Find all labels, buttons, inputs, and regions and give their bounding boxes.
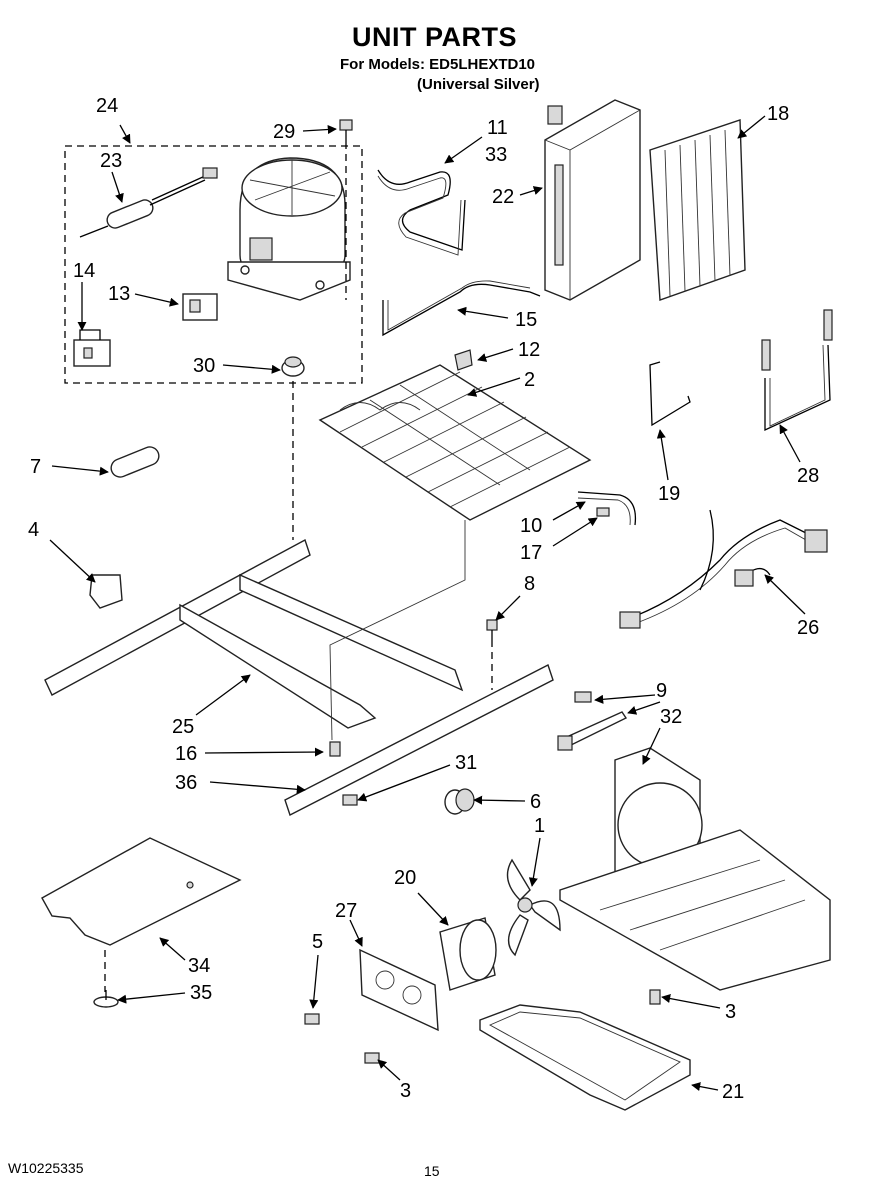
callout-33: 33 — [485, 144, 507, 166]
callout-23: 23 — [100, 150, 122, 172]
callout-32: 32 — [660, 706, 682, 728]
leader-lines — [49, 115, 806, 1092]
grommet-6-part[interactable] — [444, 788, 475, 815]
overload-part[interactable] — [73, 329, 111, 367]
callout-2: 2 — [524, 369, 535, 391]
callout-1: 1 — [534, 815, 545, 837]
callout-20: 20 — [394, 867, 416, 889]
callout-6: 6 — [530, 791, 541, 813]
callout-26: 26 — [797, 617, 819, 639]
callout-18: 18 — [767, 103, 789, 125]
callout-29: 29 — [273, 121, 295, 143]
callout-12: 12 — [518, 339, 540, 361]
condenser-coil-part[interactable] — [318, 364, 592, 521]
callout-3-right: 3 — [725, 1001, 736, 1023]
callout-27: 27 — [335, 900, 357, 922]
screw-31-part[interactable] — [342, 794, 358, 806]
callout-17: 17 — [520, 542, 542, 564]
callout-31: 31 — [455, 752, 477, 774]
tube-15-part[interactable] — [382, 283, 541, 337]
motor-bracket-part[interactable] — [359, 948, 439, 1032]
callout-36: 36 — [175, 772, 197, 794]
screw-3-lower-part[interactable] — [364, 1052, 380, 1064]
callout-28: 28 — [797, 465, 819, 487]
filter-drier-part[interactable] — [79, 167, 218, 238]
cover-plate-part[interactable] — [41, 837, 242, 946]
clip-12-part[interactable] — [454, 349, 473, 371]
callout-8: 8 — [524, 573, 535, 595]
clip-4-part[interactable] — [89, 574, 123, 609]
callout-30: 30 — [193, 355, 215, 377]
callout-35: 35 — [190, 982, 212, 1004]
callout-10: 10 — [520, 515, 542, 537]
callout-25: 25 — [172, 716, 194, 738]
callout-19: 19 — [658, 483, 680, 505]
compressor-part[interactable] — [227, 157, 351, 301]
connector-line — [329, 520, 466, 741]
callout-7: 7 — [30, 456, 41, 478]
cable-tie-part[interactable] — [557, 711, 628, 751]
leveling-foot-part[interactable] — [93, 950, 119, 1008]
relay-part[interactable] — [182, 293, 218, 321]
base-frame-part[interactable] — [44, 538, 554, 816]
callout-22: 22 — [492, 186, 514, 208]
tube-10-part[interactable] — [577, 491, 637, 526]
callout-5: 5 — [312, 931, 323, 953]
callout-14: 14 — [73, 260, 95, 282]
model-line: For Models: ED5LHEXTD10 — [340, 56, 536, 73]
callout-16: 16 — [175, 743, 197, 765]
fan-blade-part[interactable] — [506, 858, 561, 957]
wire-19-part[interactable] — [649, 361, 691, 427]
screw-5-part[interactable] — [304, 1013, 320, 1025]
fan-shroud-base-part[interactable] — [559, 747, 831, 991]
screw-9-part[interactable] — [574, 691, 592, 703]
grommet-part[interactable] — [281, 356, 305, 377]
screw-8-part[interactable] — [486, 619, 498, 640]
page-number: 15 — [424, 1163, 440, 1179]
callout-11: 11 — [487, 117, 508, 139]
screw-16-part[interactable] — [329, 741, 341, 757]
heater-28-part[interactable] — [761, 309, 833, 432]
compressor-kit-outline — [64, 145, 363, 384]
document-code: W10225335 — [8, 1160, 84, 1176]
callout-3-lower: 3 — [400, 1080, 411, 1102]
screw-17-part[interactable] — [596, 507, 610, 517]
callout-9: 9 — [656, 680, 667, 702]
fan-motor-part[interactable] — [439, 917, 497, 991]
evaporator-cover-part[interactable] — [544, 99, 641, 301]
screw-3-right-part[interactable] — [649, 989, 661, 1005]
callout-24: 24 — [96, 95, 118, 117]
wire-harness-part[interactable] — [619, 509, 828, 629]
evaporator-part[interactable] — [649, 119, 746, 301]
callout-13: 13 — [108, 283, 130, 305]
callout-15: 15 — [515, 309, 537, 331]
tube-7-part[interactable] — [108, 444, 161, 479]
page-title: UNIT PARTS — [352, 22, 517, 52]
screw-29-part[interactable] — [339, 119, 353, 142]
callout-21: 21 — [722, 1081, 744, 1103]
callout-4: 4 — [28, 519, 39, 541]
callout-34: 34 — [188, 955, 210, 977]
variant-line: (Universal Silver) — [417, 76, 540, 93]
tube-11-part[interactable] — [377, 169, 466, 251]
drain-pan-part[interactable] — [479, 1004, 691, 1111]
